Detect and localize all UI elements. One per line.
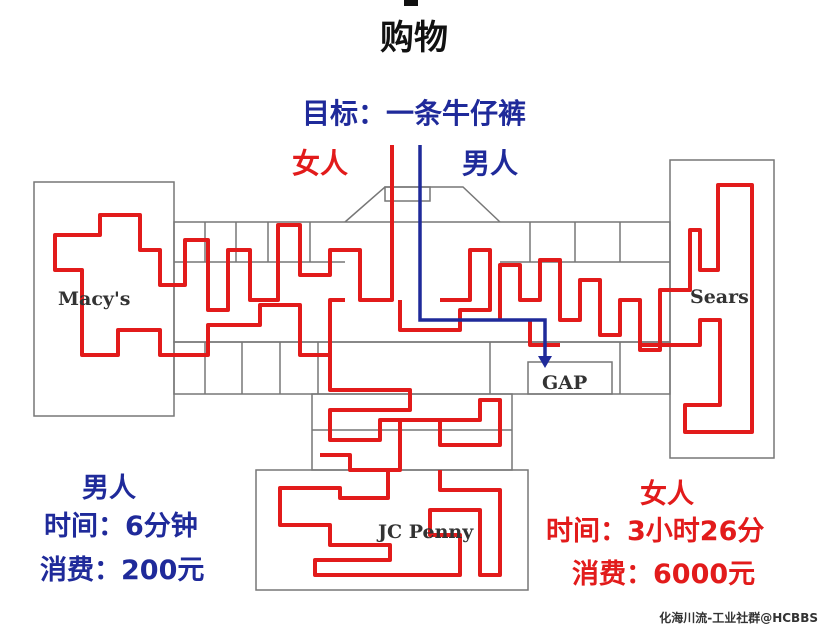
woman-cost: 消费：6000元 [572, 559, 756, 590]
woman-path-label: 女人 [292, 147, 349, 180]
page-title: 购物 [380, 18, 448, 58]
woman-path [53, 145, 754, 577]
woman-path-center-top [398, 248, 492, 332]
center-entrance [344, 186, 501, 223]
woman-path-right [498, 183, 754, 434]
woman-path-center [320, 355, 502, 472]
jcpenny-label: JC Penny [378, 521, 474, 543]
man-time: 时间：6分钟 [44, 511, 198, 542]
gap-store-outline [527, 361, 613, 395]
gap-label: GAP [542, 372, 588, 394]
woman-time: 时间：3小时26分 [546, 516, 765, 547]
lower-corridor [173, 341, 671, 395]
man-cost: 消费：200元 [40, 555, 205, 586]
watermark: 化海川流-工业社群@HCBBS [659, 611, 818, 625]
man-path-line [418, 145, 547, 358]
woman-stats-heading: 女人 [640, 479, 694, 510]
sears-label: Sears [690, 286, 749, 308]
man-path [418, 145, 552, 368]
macys-label: Macy's [58, 288, 131, 310]
man-path-arrowhead [538, 356, 552, 368]
woman-path-jcpenny [278, 470, 502, 577]
woman-path-gap-loop [528, 320, 560, 347]
man-stats-heading: 男人 [82, 473, 136, 504]
woman-path-left [53, 145, 394, 357]
goal-text: 目标：一条牛仔裤 [301, 97, 526, 130]
mall-walls [33, 159, 775, 591]
top-mark [404, 0, 418, 6]
man-path-label: 男人 [462, 147, 519, 180]
